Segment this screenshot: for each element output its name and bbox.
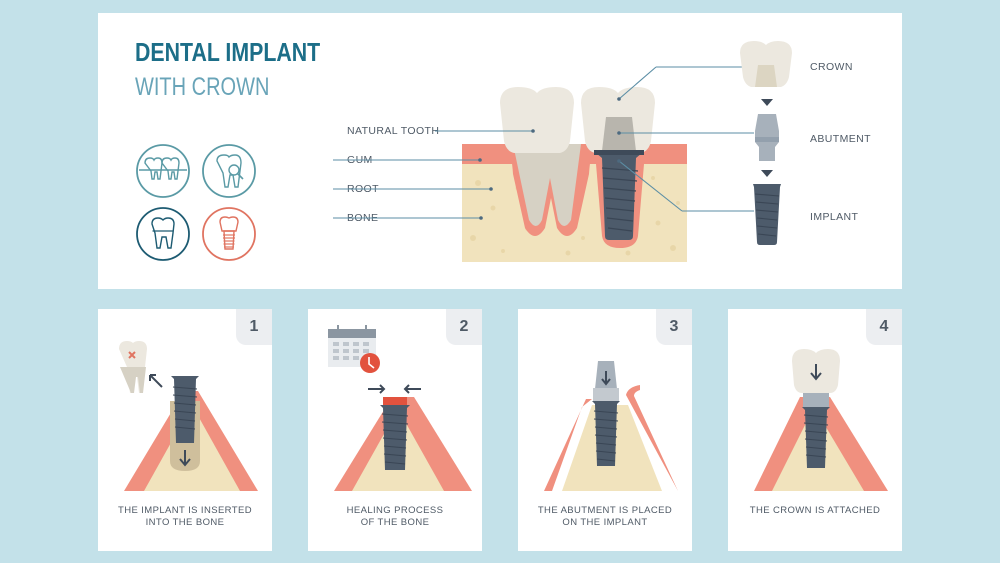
label-natural-tooth: NATURAL TOOTH	[347, 125, 440, 137]
step-caption: THE CROWN IS ATTACHED	[749, 505, 881, 516]
label-abutment: ABUTMENT	[810, 133, 871, 145]
step-number: 4	[866, 309, 902, 345]
label-crown: CROWN	[810, 61, 853, 73]
abutment-placement-illustration	[544, 361, 678, 491]
implant-insertion-illustration	[119, 341, 258, 491]
cross-section-illustration	[333, 41, 792, 262]
molar-tooth-icon	[136, 207, 190, 261]
tooth-magnifier-icon	[202, 144, 256, 198]
crown-attached-illustration	[754, 349, 888, 491]
label-implant: IMPLANT	[810, 211, 859, 223]
page-subtitle: WITH CROWN	[135, 73, 270, 101]
healing-illustration	[328, 325, 472, 491]
implant-tooth-icon	[202, 207, 256, 261]
step-card-4: 4 THE CROWN IS ATTACHED	[728, 309, 902, 551]
step-number: 3	[656, 309, 692, 345]
overview-panel: DENTAL IMPLANT WITH CROWN NATURAL TOOTH …	[98, 13, 902, 289]
page-title: DENTAL IMPLANT	[135, 37, 321, 67]
teeth-braces-icon	[136, 144, 190, 198]
step-number: 1	[236, 309, 272, 345]
step-number: 2	[446, 309, 482, 345]
